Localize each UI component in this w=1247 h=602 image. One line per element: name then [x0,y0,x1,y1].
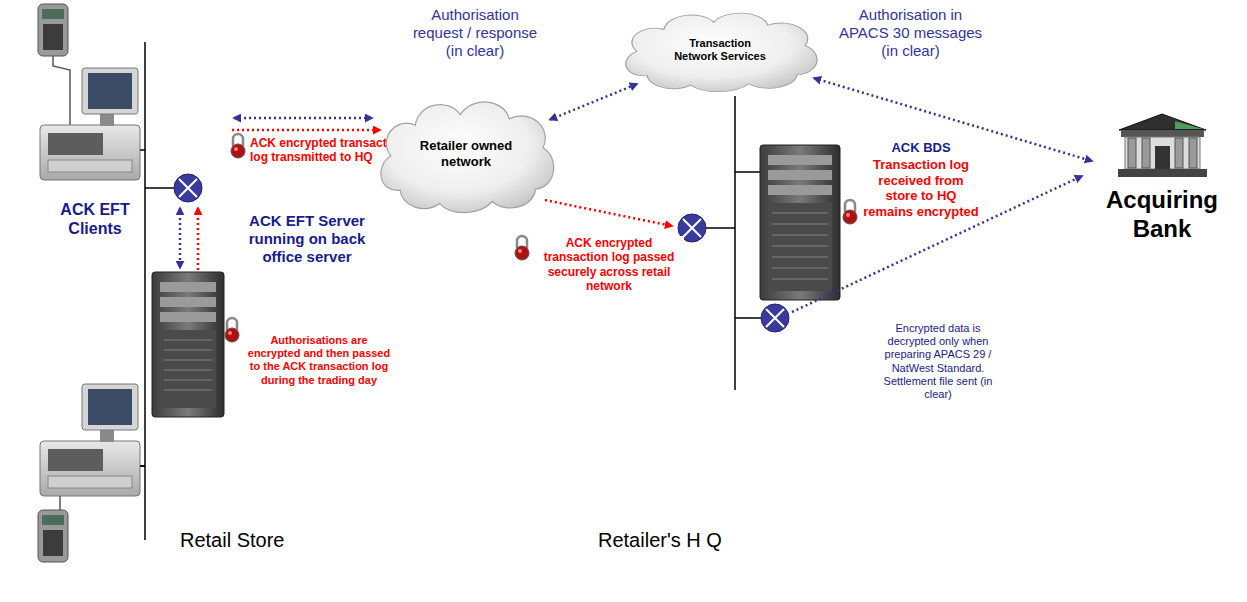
padlock-icon [231,134,245,158]
zone-label: Retail Store [180,528,340,552]
store-server [160,330,216,408]
padlock-icon [515,236,529,260]
encrypted-log-arrow [545,200,672,226]
bank-columns [1128,138,1136,168]
security-note: Transaction log received from store to H… [862,157,980,219]
cloud-label: Retailer owned network [419,138,513,169]
server-link-arrow [179,208,182,268]
padlock-icon [843,200,857,224]
zone-label: Retailer's H Q [598,528,778,552]
settlement-note: Encrypted data is decrypted only when pr… [878,322,998,401]
server-label: ACK EFT Server running on back office se… [248,212,366,266]
bank-columns [1189,138,1197,168]
pos-terminal [40,384,145,496]
store-server [152,272,224,417]
network-cloud: Transaction Network Services [616,6,824,94]
padlock-icon [515,236,529,260]
security-note: ACK encrypted transaction log passed sec… [534,236,684,294]
store-server [152,272,224,417]
bank-wall [1125,137,1200,169]
bank-door [1155,146,1170,169]
hq-server [768,155,832,165]
bank-frieze [1121,130,1204,137]
bank-columns [1175,138,1183,168]
group-label: ACK EFT Clients [48,200,142,238]
store-server [164,340,212,390]
store-server [160,282,216,292]
pin-pad [38,496,68,562]
network-hub [174,174,202,202]
cloud-outline [626,13,817,92]
hq-server [768,203,832,291]
pin-pad [59,496,61,510]
bank-columns [1142,138,1150,168]
hq-server [772,213,828,279]
network-hub [761,304,789,332]
pos-terminal [40,68,145,180]
network-note: Authorisation request / response (in cle… [410,6,540,60]
bank-roof [1119,114,1206,130]
bank-node: Acquiring Bank [1090,112,1234,252]
pin-pad [38,4,68,56]
dotted-connector [550,84,637,120]
hq-server [760,145,840,300]
padlock-icon [231,134,245,158]
encrypted-log-arrow [232,129,380,132]
bank-columns [1128,138,1197,168]
store-server [160,312,216,322]
cloud-label: Transaction Network Services [668,37,772,63]
network-hub [761,304,789,332]
cloud-outline [381,102,554,213]
network-hub [174,174,202,202]
hq-server [768,170,832,180]
padlock-icon [225,318,239,342]
encrypted-log-arrow [197,208,200,270]
pos-terminal [40,384,145,496]
pin-pad [38,4,70,125]
pin-pad [38,510,68,562]
network-note: Authorisation in APACS 30 messages (in c… [838,6,983,60]
store-link-arrow [234,117,372,120]
bank-name: Acquiring Bank [1090,186,1234,244]
bank-icon [1115,112,1210,178]
server-label: ACK BDS [862,140,980,156]
bank-base [1118,169,1207,177]
lan-bus [706,96,761,390]
security-note: Authorisations are encrypted and then pa… [244,334,394,387]
dotted-connector [814,78,1092,161]
network-cloud: Retailer owned network [372,92,560,216]
padlock-icon [843,200,857,224]
store-server [160,297,216,307]
pos-terminal [40,68,145,180]
bank-roof [1175,121,1203,129]
hq-server [768,185,832,195]
padlock-icon [225,318,239,342]
hq-server [760,145,840,300]
pin-pad [53,56,70,125]
